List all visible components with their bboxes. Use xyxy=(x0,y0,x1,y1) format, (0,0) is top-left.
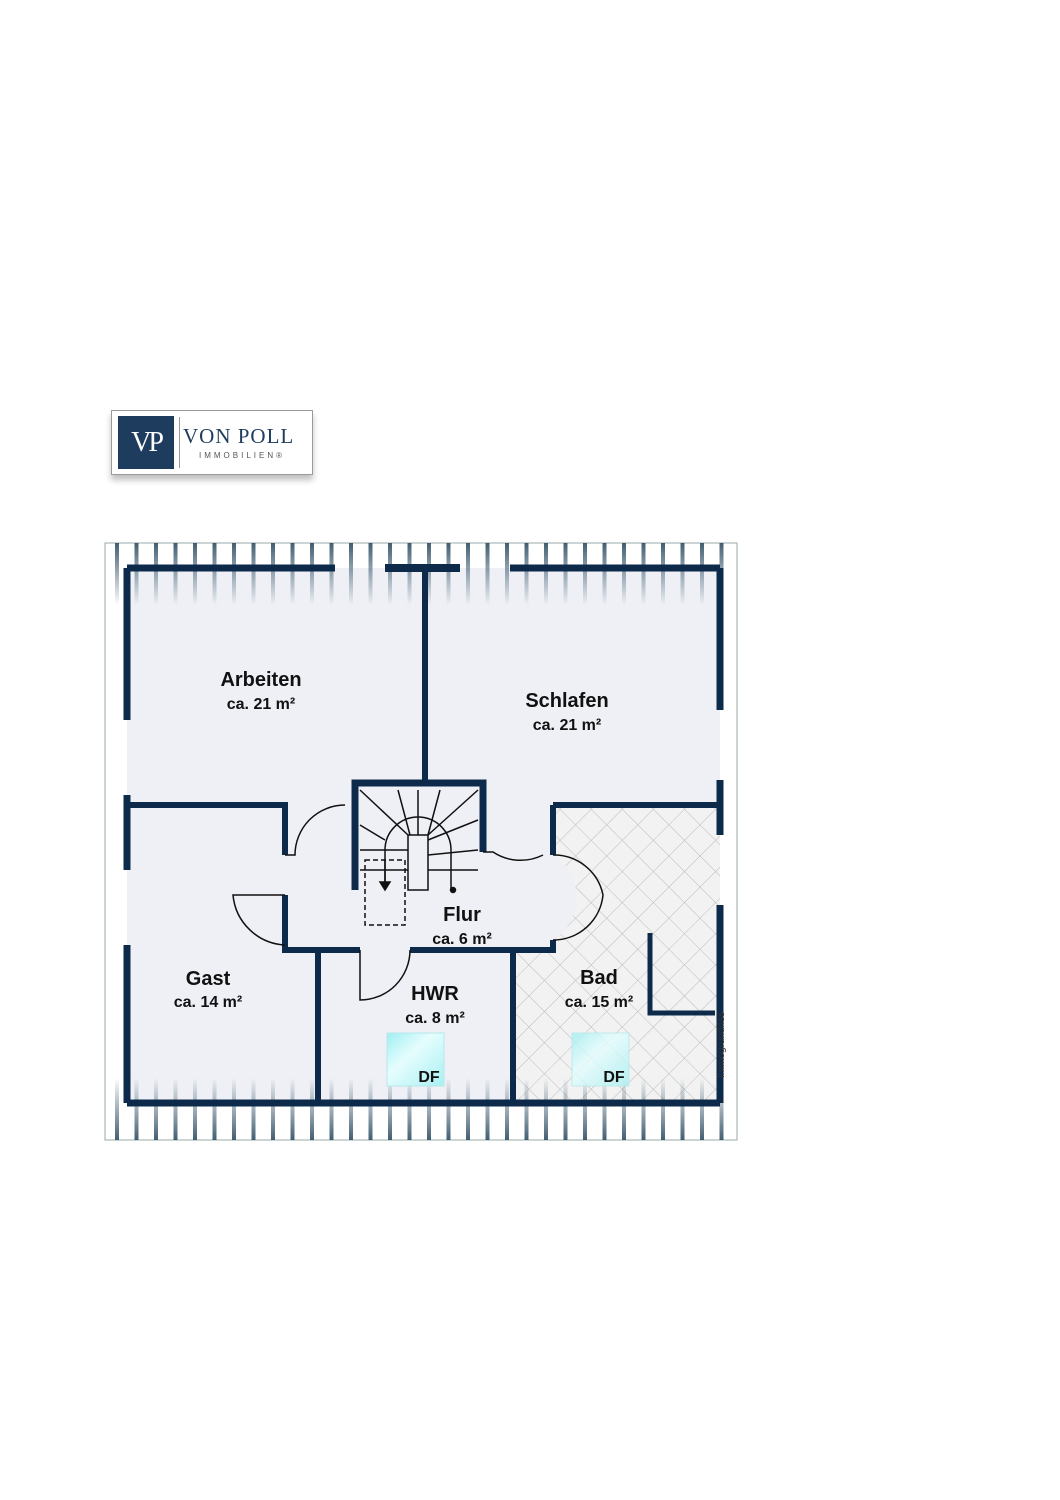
rafter xyxy=(251,543,256,605)
von-poll-logo: VP VON POLL IMMOBILIEN® xyxy=(111,410,313,475)
room-name-schlafen: Schlafen xyxy=(525,690,608,712)
rafter xyxy=(251,1078,256,1140)
rafter xyxy=(368,1078,373,1140)
skylight-label: DF xyxy=(418,1069,440,1086)
rafter xyxy=(700,543,704,605)
rafter xyxy=(368,543,373,605)
rafter xyxy=(271,543,275,605)
rafter xyxy=(290,543,295,605)
rafter xyxy=(680,543,685,605)
room-area-hwr: ca. 8 m² xyxy=(405,1010,465,1027)
rafter xyxy=(407,1078,412,1140)
rafter xyxy=(602,1078,607,1140)
rafter xyxy=(700,1078,704,1140)
rafter xyxy=(524,1078,529,1140)
rafter xyxy=(193,1078,197,1140)
rafter xyxy=(232,543,236,605)
rafter xyxy=(563,1078,568,1140)
rafter xyxy=(310,543,314,605)
rafter xyxy=(446,543,451,605)
rafter xyxy=(641,1078,646,1140)
rafter xyxy=(485,1078,490,1140)
logo-name: VON POLL xyxy=(183,424,295,448)
room-area-flur: ca. 6 m² xyxy=(432,931,492,948)
logo-subtitle: IMMOBILIEN® xyxy=(199,451,286,460)
rafter xyxy=(524,543,529,605)
rafter xyxy=(485,543,490,605)
skylight-label: DF xyxy=(603,1069,625,1086)
bad-tile-floor xyxy=(513,805,720,1103)
rafter xyxy=(115,1078,119,1140)
rafter xyxy=(115,543,119,605)
room-name-arbeiten: Arbeiten xyxy=(220,669,301,691)
room-area-arbeiten: ca. 21 m² xyxy=(227,696,295,713)
rafter xyxy=(173,1078,178,1140)
rafter xyxy=(544,543,548,605)
rafter xyxy=(641,543,646,605)
skylight xyxy=(386,1032,445,1087)
rafter xyxy=(212,543,217,605)
rafter xyxy=(310,1078,314,1140)
skylight xyxy=(571,1032,630,1087)
rafter xyxy=(719,1078,724,1140)
rafter xyxy=(329,543,334,605)
rafter xyxy=(583,543,587,605)
doors xyxy=(232,804,604,1001)
room-name-flur: Flur xyxy=(443,904,481,926)
rafter xyxy=(505,1078,509,1140)
rafter xyxy=(680,1078,685,1140)
rafter xyxy=(271,1078,275,1140)
rafter xyxy=(544,1078,548,1140)
walls xyxy=(123,564,724,1107)
rafter xyxy=(134,1078,139,1140)
room-area-gast: ca. 14 m² xyxy=(174,994,242,1011)
rafter xyxy=(154,1078,158,1140)
rafter xyxy=(427,543,431,605)
room-name-gast: Gast xyxy=(186,968,231,990)
rafter xyxy=(505,543,509,605)
roof-rafters xyxy=(115,543,724,1140)
staircase xyxy=(359,789,479,926)
rafter xyxy=(349,1078,353,1140)
rafter xyxy=(232,1078,236,1140)
rafter xyxy=(427,1078,431,1140)
room-name-bad: Bad xyxy=(580,967,618,989)
logo-divider xyxy=(179,417,180,468)
room-area-bad: ca. 15 m² xyxy=(565,994,633,1011)
rafter xyxy=(661,543,665,605)
rafter xyxy=(661,1078,665,1140)
rafter xyxy=(446,1078,451,1140)
logo-mark: VP xyxy=(118,416,174,469)
rafter xyxy=(154,543,158,605)
room-area-schlafen: ca. 21 m² xyxy=(533,717,601,734)
rafter xyxy=(134,543,139,605)
rafter xyxy=(407,543,412,605)
rafter xyxy=(212,1078,217,1140)
rafter xyxy=(290,1078,295,1140)
rafter xyxy=(388,1078,392,1140)
rafter xyxy=(602,543,607,605)
rafter xyxy=(622,1078,626,1140)
rafter xyxy=(193,543,197,605)
rafter xyxy=(583,1078,587,1140)
rafter xyxy=(173,543,178,605)
rafter xyxy=(466,543,470,605)
rafter xyxy=(349,543,353,605)
rafter xyxy=(388,543,392,605)
rafter xyxy=(563,543,568,605)
rafter xyxy=(622,543,626,605)
rafter xyxy=(329,1078,334,1140)
rafter xyxy=(466,1078,470,1140)
watermark: Immogrundriss xyxy=(716,1012,727,1078)
room-name-hwr: HWR xyxy=(411,983,459,1005)
